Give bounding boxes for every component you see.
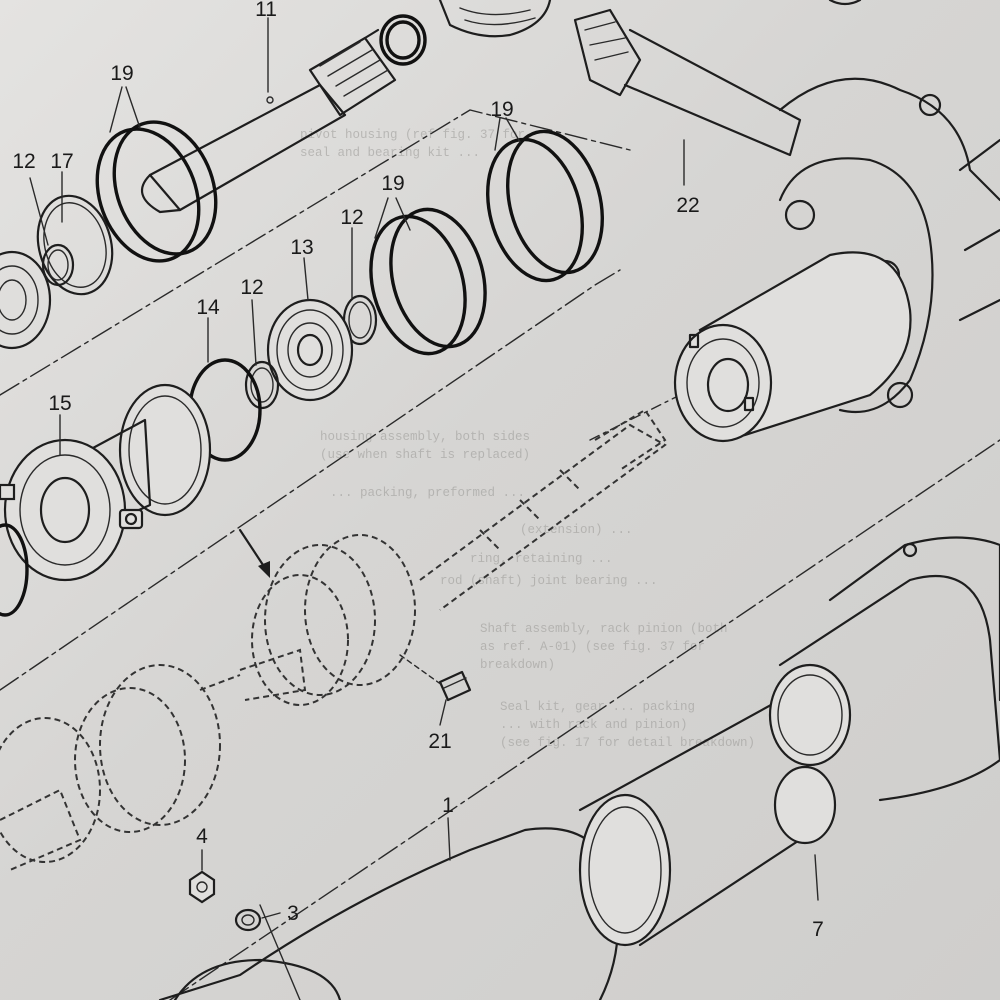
reference-arrow [238,528,270,578]
bearing-left-edge [0,250,52,350]
bleed-line: Seal kit, gear ... packing [500,700,695,714]
seal-ring-top [379,14,427,66]
cylinder-housing [673,251,912,443]
callout-17: 17 [50,150,73,173]
nut-4 [188,870,216,904]
bleed-line: ring, retaining ... [470,552,613,566]
main-housing-1 [158,827,620,1000]
bleed-line: pivot housing (ref fig. 37 for [300,128,525,142]
bleed-line: (extension) ... [520,523,633,537]
bleed-line: ... packing, preformed ... [330,486,525,500]
callout-labels: 11 19 17 12 19 19 12 13 12 14 15 22 21 1… [12,0,824,941]
callout-3: 3 [287,902,299,925]
bleed-line: breakdown) [480,658,555,672]
bleed-line: rod (shaft) joint bearing ... [440,574,658,588]
steering-housing-22 [573,0,1000,414]
callout-1: 1 [442,794,454,817]
end-housing [768,536,1000,845]
o-ring-pair-19-right [486,129,604,283]
bleed-line: (see fig. 17 for detail breakdown) [500,736,755,750]
snap-ring-12-lower [244,360,280,410]
bleed-line: Shaft assembly, rack pinion (both [480,622,728,636]
bleed-line: ... with rack and pinion) [500,718,688,732]
retaining-ring-17 [36,194,114,296]
callout-19: 19 [381,172,404,195]
bleed-line: seal and bearing kit ... [300,146,480,160]
callout-12: 12 [240,276,263,299]
washer-3 [234,908,262,932]
input-shaft-part-11 [140,28,397,214]
o-ring-bottom-left [0,523,29,617]
callout-13: 13 [290,236,313,259]
bleed-line: as ref. A-01) (see fig. 37 for [480,640,705,654]
callout-19: 19 [490,98,513,121]
piston-assembly-15 [0,383,212,582]
callout-12: 12 [340,206,363,229]
phantom-gear-lower [0,664,241,871]
o-ring-pair-19-left [95,120,218,263]
o-ring-pair-19-center [369,207,487,356]
callout-11: 11 [255,0,277,21]
callout-4: 4 [196,825,208,848]
bleed-through-text: pivot housing (ref fig. 37 for seal and … [300,128,755,750]
grease-fitting-21 [399,654,472,702]
callout-21: 21 [428,730,451,753]
callout-22: 22 [676,194,699,217]
callout-7: 7 [812,918,824,941]
callout-19: 19 [110,62,133,85]
bearing-13 [266,298,354,402]
boot-part [438,0,552,38]
callout-14: 14 [196,296,220,319]
leader-lines [29,17,819,919]
bleed-line: (use when shaft is replaced) [320,448,530,462]
callout-12: 12 [12,150,35,173]
bleed-line: housing assembly, both sides [320,430,530,444]
snap-ring-12-left [41,243,75,287]
phantom-pinion-assembly [239,408,667,706]
callout-15: 15 [48,392,71,415]
